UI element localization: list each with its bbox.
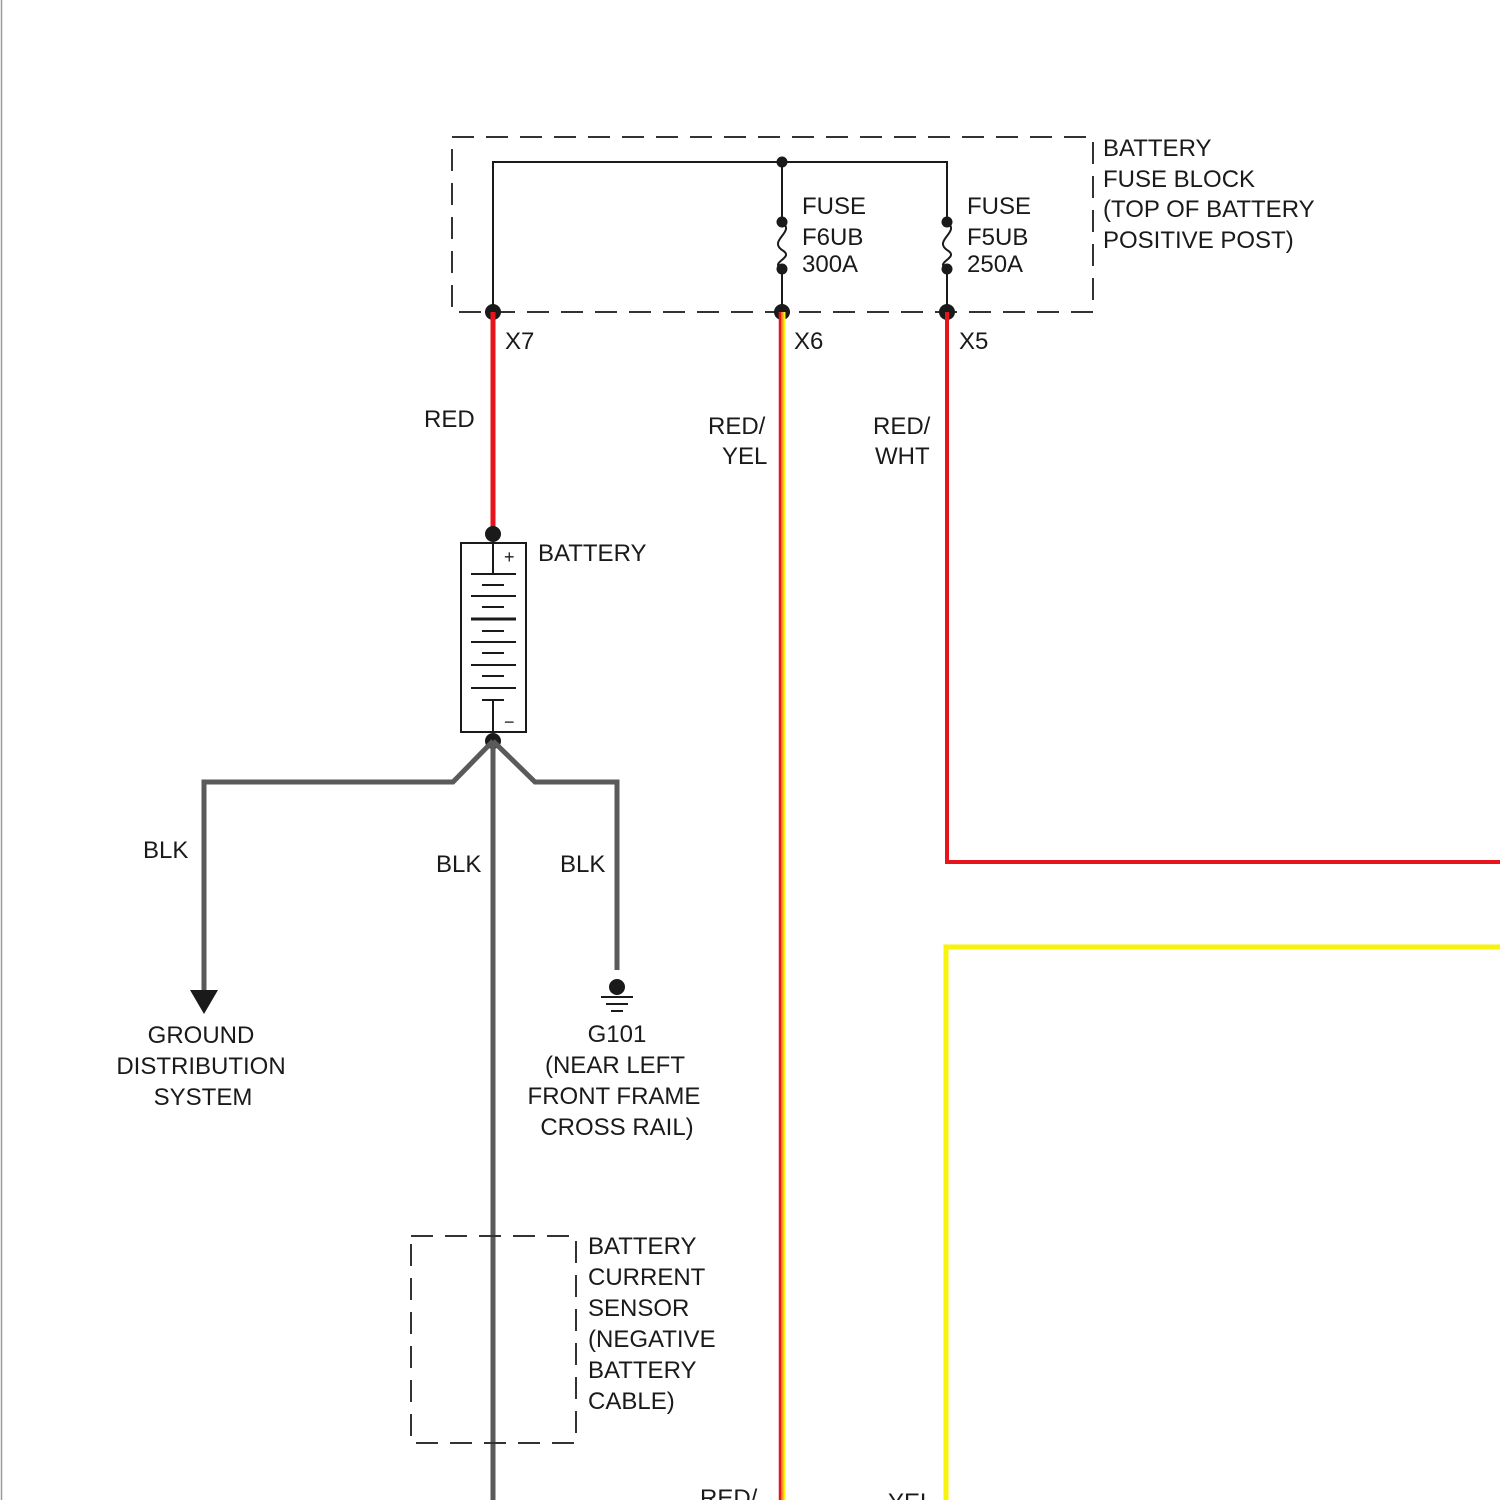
fuse-block-label-4: POSITIVE POST) — [1103, 227, 1294, 254]
battery-cells — [471, 543, 516, 732]
ground-distribution-label-1: GROUND — [148, 1022, 255, 1049]
red-wht-wire-label-1: RED/ — [873, 413, 931, 440]
fuse-block-label-2: FUSE BLOCK — [1103, 166, 1255, 193]
fuse-f5ub-label-2: F5UB — [967, 224, 1028, 251]
red-yel-wire-label-1: RED/ — [708, 413, 766, 440]
red-wht-wire-label-2: WHT — [875, 443, 930, 470]
bus-junction-node — [777, 157, 788, 168]
fuse-f6ub-label-1: FUSE — [802, 193, 866, 220]
g101-label-3: FRONT FRAME — [528, 1083, 701, 1110]
current-sensor-label-5: BATTERY — [588, 1357, 696, 1384]
fuse-f6ub-label-2: F6UB — [802, 224, 863, 251]
fuse-block-label-3: (TOP OF BATTERY — [1103, 196, 1315, 223]
current-sensor-label-4: (NEGATIVE — [588, 1326, 716, 1353]
red-wht-wire — [947, 312, 1500, 862]
g101-label-1: G101 — [588, 1021, 647, 1048]
g101-label-4: CROSS RAIL) — [540, 1114, 693, 1141]
battery-minus-sign: − — [504, 712, 515, 732]
blk-wire-label-3: BLK — [560, 851, 605, 878]
yel-wire — [946, 947, 1500, 1500]
fuse-f6ub-symbol — [777, 217, 788, 312]
connector-x6-label: X6 — [794, 328, 823, 355]
battery-positive-node — [485, 526, 501, 542]
battery-plus-sign: + — [504, 547, 515, 567]
blk-wire-label-1: BLK — [143, 837, 188, 864]
fuse-block-label-1: BATTERY — [1103, 135, 1211, 162]
g101-label-2: (NEAR LEFT — [545, 1052, 685, 1079]
ground-distribution-label-2: DISTRIBUTION — [116, 1053, 285, 1080]
bottom-red-partial-label: RED/ — [700, 1485, 758, 1500]
red-yel-wire-label-2: YEL — [722, 443, 767, 470]
battery-label: BATTERY — [538, 540, 646, 567]
fuse-f6ub-label-3: 300A — [802, 251, 858, 278]
fuse-f5ub-symbol — [942, 217, 953, 312]
blk-wire-label-2: BLK — [436, 851, 481, 878]
current-sensor-label-3: SENSOR — [588, 1295, 689, 1322]
connector-x7-label: X7 — [505, 328, 534, 355]
fuse-block-bus-bar — [493, 162, 947, 311]
ground-symbol-icon — [601, 979, 633, 1011]
current-sensor-label-2: CURRENT — [588, 1264, 706, 1291]
current-sensor-label-1: BATTERY — [588, 1233, 696, 1260]
current-sensor-label-6: CABLE) — [588, 1388, 675, 1415]
fuse-f5ub-label-1: FUSE — [967, 193, 1031, 220]
red-wire-label: RED — [424, 406, 475, 433]
ground-distribution-arrow-icon — [190, 990, 218, 1014]
ground-distribution-label-3: SYSTEM — [154, 1084, 253, 1111]
fuse-f5ub-label-3: 250A — [967, 251, 1023, 278]
connector-x5-label: X5 — [959, 328, 988, 355]
red-yel-wire — [780, 312, 785, 1500]
bottom-yel-partial-label: YEL — [888, 1489, 933, 1500]
